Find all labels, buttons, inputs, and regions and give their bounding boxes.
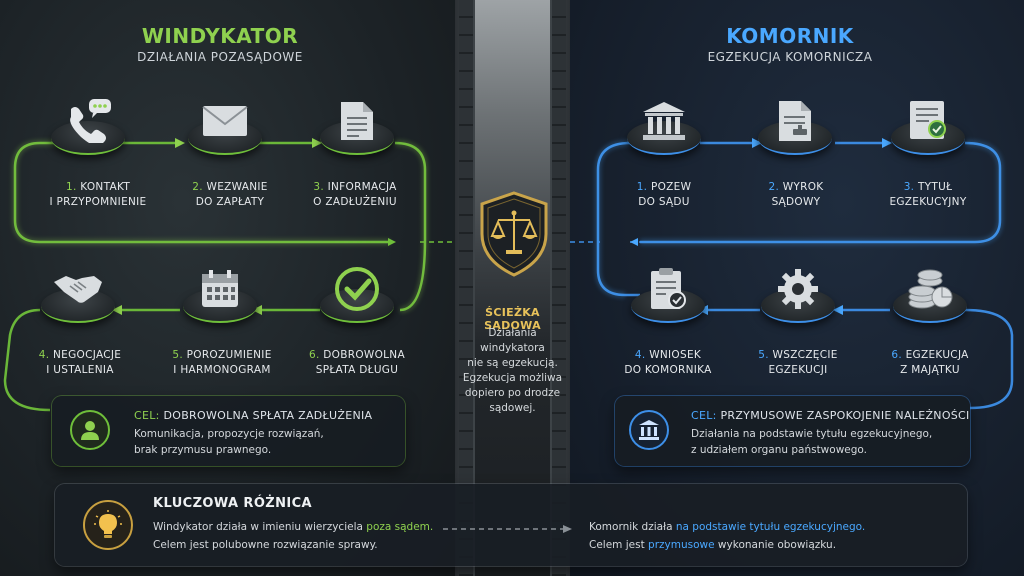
envelope-icon	[199, 99, 251, 143]
left-subtitle: DZIAŁANIA POZASĄDOWE	[137, 50, 303, 64]
document-icon	[331, 99, 383, 143]
left-step-3-node	[320, 99, 394, 157]
courthouse-icon	[638, 99, 690, 143]
right-step-2-node	[758, 99, 832, 157]
left-goal-card: CEL: DOBROWOLNA SPŁATA ZADŁUŻENIA Komuni…	[52, 396, 405, 466]
right-title: KOMORNIK	[726, 24, 854, 48]
left-step-1-node	[51, 99, 125, 157]
left-step-5-node	[183, 267, 257, 325]
right-goal-card: CEL: PRZYMUSOWE ZASPOKOJENIE NALEŻNOŚCI …	[615, 396, 970, 466]
left-goal-title: CEL: DOBROWOLNA SPŁATA ZADŁUŻENIA	[134, 409, 373, 422]
right-step-6-node	[893, 267, 967, 325]
verdict-document-icon	[769, 99, 821, 143]
lightbulb-icon	[83, 500, 133, 550]
left-title: WINDYKATOR	[141, 24, 299, 48]
right-step-3-node	[891, 99, 965, 157]
key-difference-right-text: Komornik działa na podstawie tytułu egze…	[589, 521, 866, 551]
arrow-right-icon	[443, 525, 572, 533]
court-path-road	[475, 0, 550, 576]
center-title: ŚCIEŻKA SĄDOWA	[484, 306, 541, 332]
clipboard-check-icon	[642, 267, 694, 311]
coins-icon	[904, 267, 956, 311]
user-icon	[70, 410, 110, 450]
left-step-4-node	[41, 267, 115, 325]
right-goal-title: CEL: PRZYMUSOWE ZASPOKOJENIE NALEŻNOŚCI	[691, 409, 970, 422]
right-step-1-node	[627, 99, 701, 157]
scales-shield-icon	[478, 190, 550, 278]
left-step-2-node	[188, 99, 262, 157]
key-difference-title: KLUCZOWA RÓŻNICA	[153, 496, 313, 511]
handshake-icon	[52, 267, 104, 311]
key-difference-panel: KLUCZOWA RÓŻNICA Windykator działa w imi…	[55, 484, 967, 566]
right-subtitle: EGZEKUCJA KOMORNICZA	[707, 50, 873, 64]
left-step-6-node	[320, 267, 394, 325]
left-goal-text: Komunikacja, propozycje rozwiązań,brak p…	[134, 428, 324, 456]
courthouse-icon	[629, 410, 669, 450]
right-goal-text: Działania na podstawie tytułu egzekucyjn…	[691, 428, 933, 456]
key-difference-left-text: Windykator działa w imieniu wierzyciela …	[153, 521, 434, 551]
phone-chat-icon	[62, 99, 114, 143]
right-step-5-node	[761, 267, 835, 325]
certificate-icon	[902, 99, 954, 143]
gear-icon	[772, 267, 824, 311]
checkmark-icon	[331, 267, 383, 311]
center-description: Działania windykatora nie są egzekucją. …	[462, 327, 563, 414]
calendar-icon	[194, 267, 246, 311]
center-wall	[455, 0, 570, 576]
right-step-4-node	[631, 267, 705, 325]
